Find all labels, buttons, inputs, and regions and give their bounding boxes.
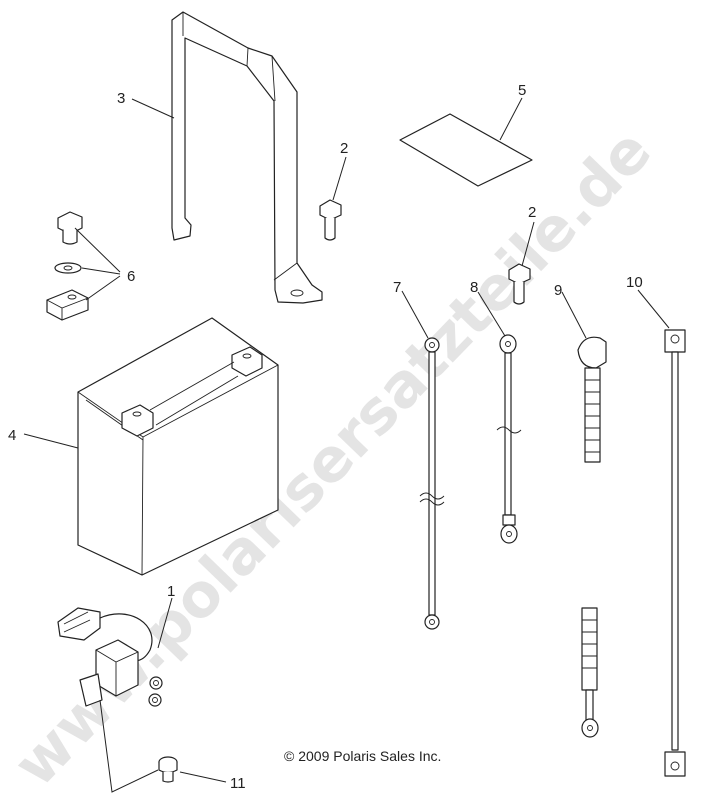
callout-2-upper: 2: [340, 140, 348, 157]
cable-10: [664, 329, 686, 777]
callout-6: 6: [127, 268, 135, 285]
battery: [77, 317, 279, 576]
hardware-set: [46, 211, 89, 321]
callouts: 3 2 5 2 6 4 7 8 9 10 1 11: [8, 82, 643, 792]
callout-10: 10: [626, 274, 643, 291]
callout-3: 3: [117, 90, 125, 107]
callout-7: 7: [393, 279, 401, 296]
battery-strap: [171, 11, 323, 304]
callout-4: 4: [8, 427, 16, 444]
solenoid-screw: [158, 756, 178, 783]
bolt-lower: [508, 263, 531, 305]
decal: [399, 113, 533, 187]
callout-1: 1: [167, 583, 175, 600]
callout-11: 11: [230, 775, 246, 792]
cable-7: [419, 337, 445, 630]
callout-8: 8: [470, 279, 478, 296]
callout-2-lower: 2: [528, 204, 536, 221]
callout-9: 9: [554, 282, 562, 299]
callout-5: 5: [518, 82, 526, 99]
cable-8: [496, 334, 522, 544]
leader-lines: [23, 97, 670, 793]
cable-9: [577, 336, 607, 738]
bolt-upper: [319, 199, 342, 241]
starter-solenoid: [57, 607, 163, 707]
copyright-text: © 2009 Polaris Sales Inc.: [284, 748, 441, 764]
